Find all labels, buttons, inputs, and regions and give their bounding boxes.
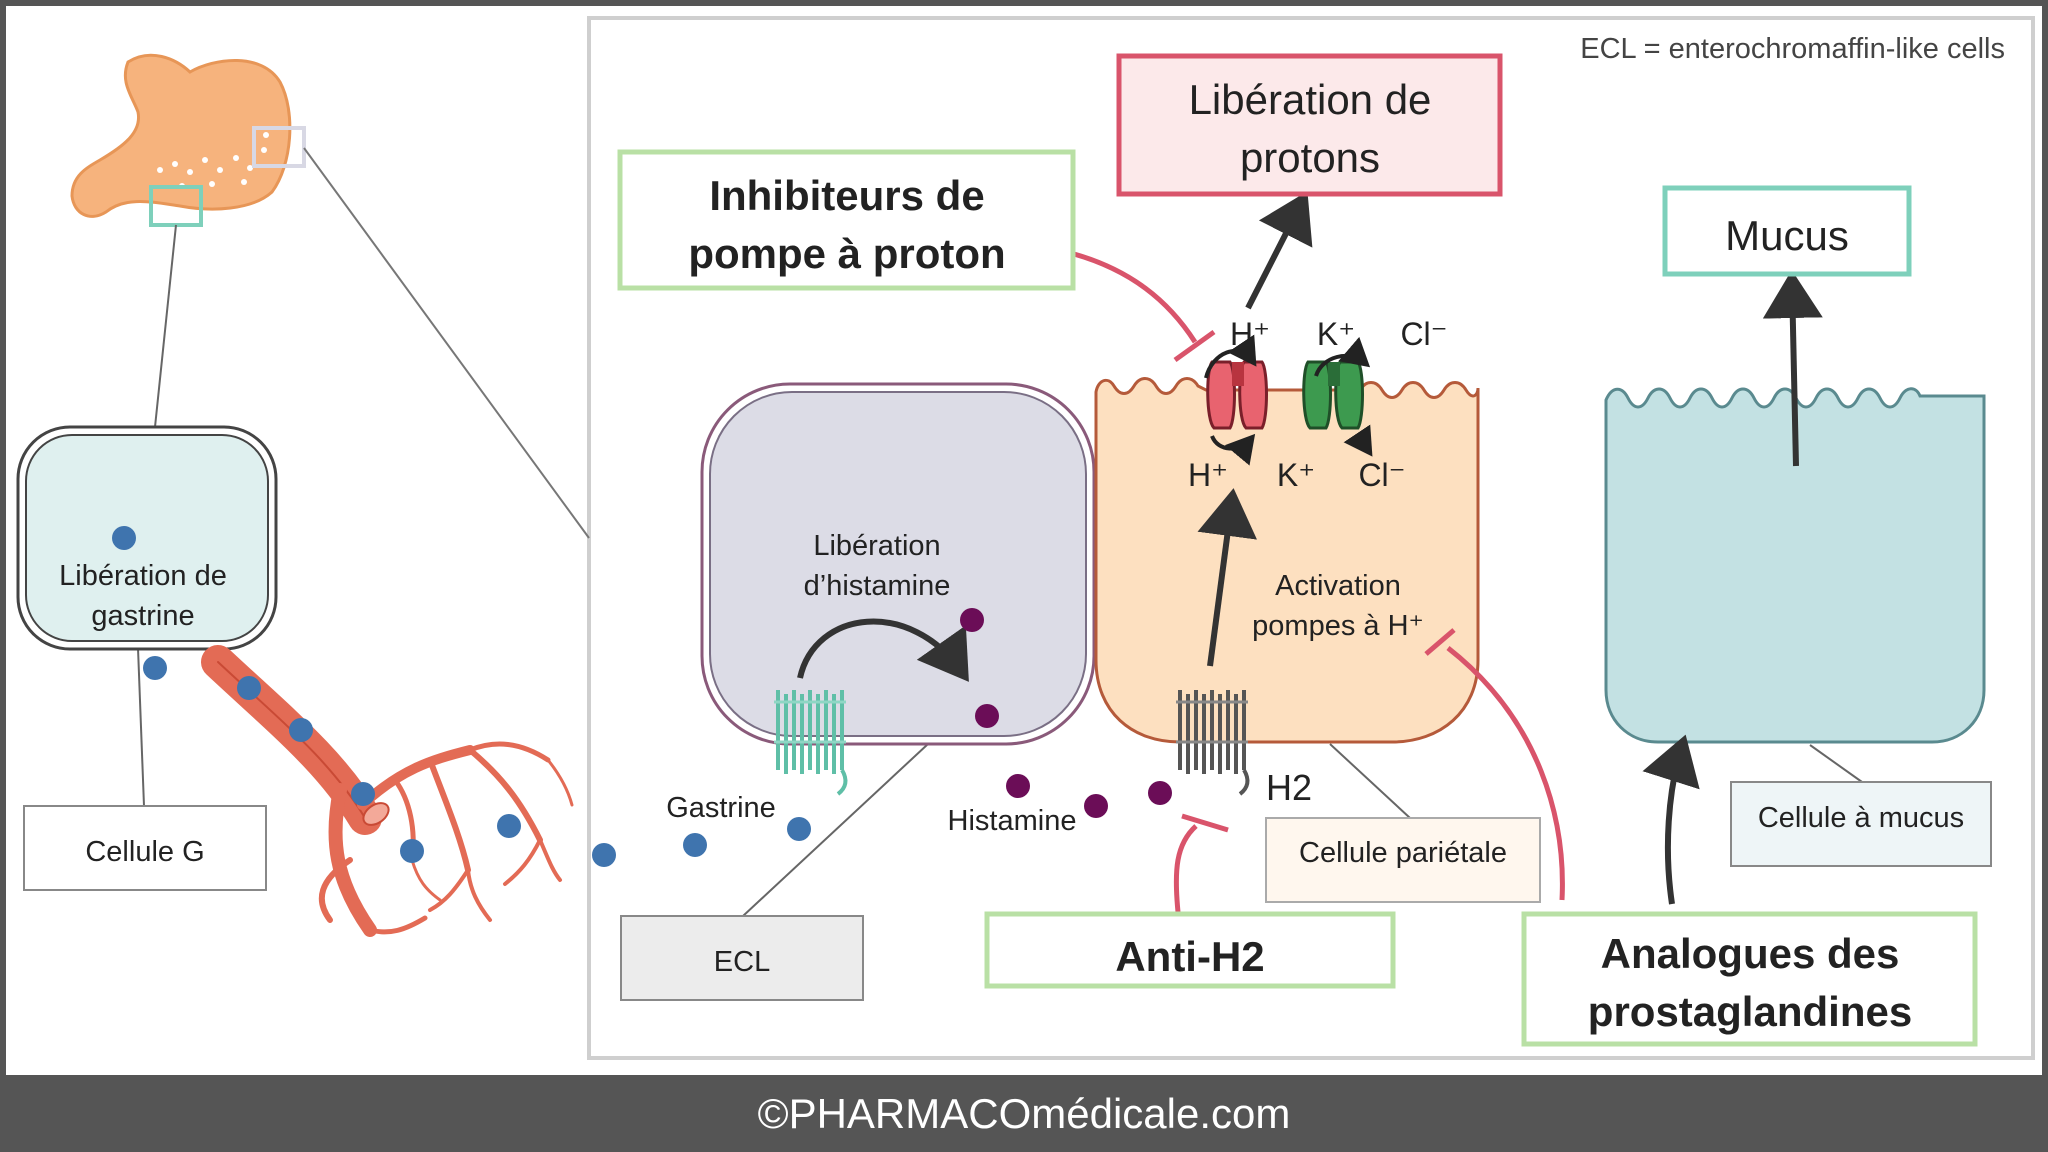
gastrin-dot <box>400 839 424 863</box>
parietal-label: Cellule pariétale <box>1299 837 1507 869</box>
proton-pump-icon <box>1204 334 1268 466</box>
gastrin-dot <box>497 814 521 838</box>
gastrine-label: Gastrine <box>666 792 776 824</box>
g-cell-label-box <box>23 805 267 891</box>
liberation-protons-box <box>1116 53 1503 197</box>
connector-g-label <box>137 647 145 807</box>
ion-cl-inside: Cl⁻ <box>1358 457 1405 493</box>
histamine-dot <box>1084 794 1108 818</box>
proton-release-arrow <box>1245 191 1313 310</box>
histamine-dot <box>1148 781 1172 805</box>
histamine-dot <box>975 704 999 728</box>
prostaglandines-box <box>1521 911 1978 1047</box>
connector-mucus-label <box>1809 744 1863 783</box>
gastrin-dot <box>112 526 136 550</box>
g-cell-label: Cellule G <box>85 836 204 868</box>
stomach-icon <box>70 53 306 227</box>
h2-receptor-icon <box>1176 690 1250 796</box>
parietal-label-box <box>1265 817 1541 903</box>
activation-arrow <box>1197 488 1258 667</box>
connector-parietal-label <box>1329 743 1411 819</box>
gastrin-dot <box>351 782 375 806</box>
mucus-text: Mucus <box>1725 212 1849 259</box>
anti-h2-text: Anti-H2 <box>1115 933 1264 980</box>
ion-k-inside: K⁺ <box>1277 457 1315 493</box>
mucus-cell-label-box <box>1730 781 1992 867</box>
inhibition-ipp <box>1073 251 1216 363</box>
copyright-footer: ©PHARMACOmédicale.com <box>757 1089 1291 1137</box>
gastrin-dot <box>592 843 616 867</box>
mucus-box <box>1662 185 1912 277</box>
histamine-dot <box>1006 774 1030 798</box>
anti-h2-box <box>984 911 1396 989</box>
mucus-cell <box>1604 270 1986 744</box>
gastrin-dot <box>143 656 167 680</box>
k-cl-channel-icon <box>1302 336 1373 457</box>
ion-k-outside: K⁺ <box>1317 316 1355 352</box>
ecl-label-box <box>620 915 864 1001</box>
connector-ecl-label <box>742 743 929 917</box>
ecl-legend-note: ECL = enterochromaffin-like cells <box>1580 33 2005 65</box>
mucus-cell-label: Cellule à mucus <box>1758 802 1964 834</box>
ion-h-outside: H⁺ <box>1230 316 1270 352</box>
ecl-label: ECL <box>714 946 770 978</box>
histamine-dot <box>960 608 984 632</box>
connector-zoom <box>303 147 590 539</box>
connector-g-cell <box>154 224 177 428</box>
gastrin-dot <box>237 676 261 700</box>
gastrin-dot <box>289 718 313 742</box>
ion-h-inside: H⁺ <box>1188 457 1228 493</box>
histamine-release-arrow <box>797 618 969 682</box>
mucus-arrow <box>1762 270 1823 467</box>
gastrin-dot <box>683 833 707 857</box>
gastrin-receptor-icon <box>774 690 848 796</box>
ion-cl-outside: Cl⁻ <box>1400 316 1447 352</box>
fundus-zoom-marker <box>252 126 306 168</box>
histamine-label: Histamine <box>948 805 1077 837</box>
prostaglandin-mucus-arrow <box>1642 734 1700 905</box>
gastrin-dot <box>787 817 811 841</box>
inhibition-prostaglandines <box>1424 628 1565 901</box>
h2-label: H2 <box>1266 767 1312 808</box>
ipp-box <box>617 149 1076 291</box>
inhibition-anti-h2 <box>1173 813 1229 913</box>
